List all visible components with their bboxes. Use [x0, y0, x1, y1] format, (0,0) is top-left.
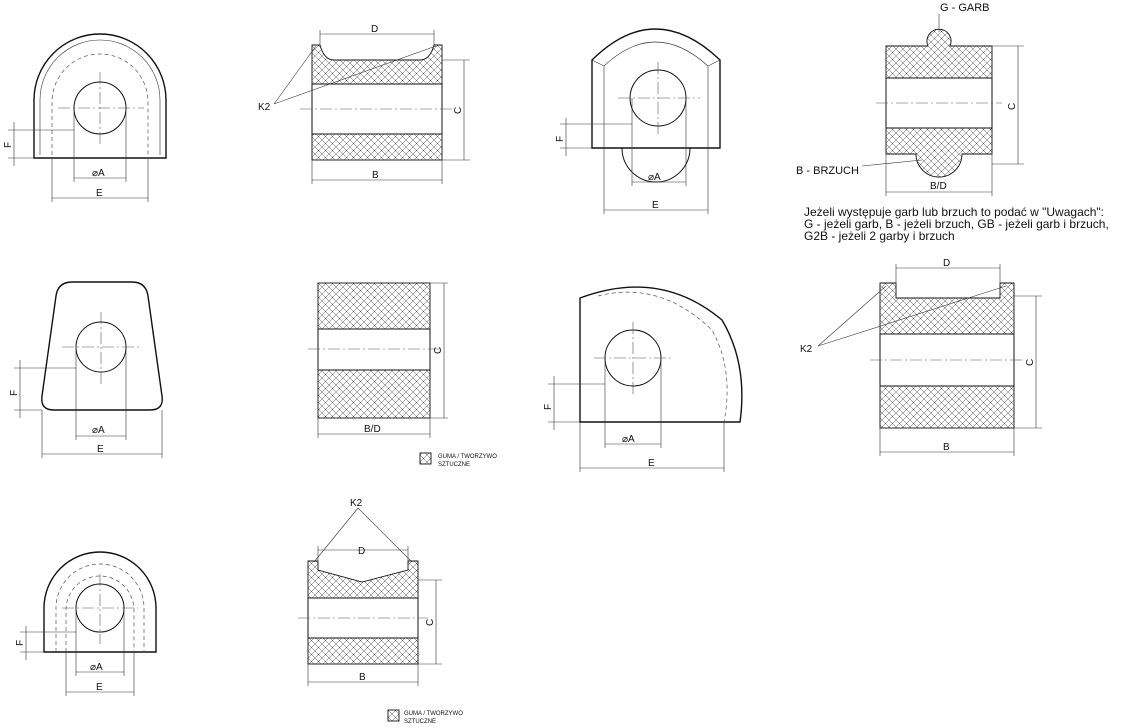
- label-e: E: [96, 188, 103, 199]
- label-c: C: [433, 347, 444, 354]
- label-f: F: [555, 136, 566, 142]
- label-e: E: [97, 444, 104, 455]
- legend-line-1: GUMA / TWORZYWO: [438, 454, 497, 460]
- figure-half-round-bushing: ⌀A E F: [543, 286, 743, 472]
- label-e: E: [648, 458, 655, 469]
- legend-line-2: SZTUCZNE: [438, 462, 470, 468]
- label-dA: ⌀A: [90, 662, 103, 673]
- legend-line-2: SZTUCZNE: [404, 719, 436, 725]
- figure-garb-brzuch-section: G - GARB B - BRZUCH C B/D: [796, 2, 1024, 196]
- label-b: B: [372, 170, 379, 181]
- label-dA: ⌀A: [648, 172, 661, 183]
- label-dA: ⌀A: [622, 434, 635, 445]
- label-c: C: [453, 107, 464, 114]
- label-f: F: [9, 390, 20, 396]
- note-line-2: G - jeżeli garb, B - jeżeli brzuch, GB -…: [804, 217, 1109, 231]
- label-dA: ⌀A: [92, 168, 105, 179]
- label-f: F: [15, 640, 26, 646]
- label-f: F: [543, 404, 554, 410]
- label-k2: K2: [350, 498, 363, 509]
- label-k2: K2: [258, 102, 271, 113]
- label-d: D: [371, 24, 378, 35]
- figure-side-section-v-groove: D C B K2: [298, 498, 442, 686]
- figure-plain-section: C B/D: [308, 282, 448, 438]
- figure-arched-bushing-front: ⌀A E F: [555, 28, 721, 214]
- label-garb: G - GARB: [940, 2, 990, 14]
- legend-material-2: GUMA / TWORZYWO SZTUCZNE: [387, 709, 463, 725]
- label-d: D: [358, 546, 365, 557]
- label-e: E: [652, 200, 659, 211]
- label-d: D: [943, 258, 950, 269]
- label-b: B: [943, 442, 950, 453]
- label-k2: K2: [800, 344, 813, 355]
- label-c: C: [425, 619, 436, 626]
- label-bd: B/D: [364, 424, 381, 435]
- note-block: Jeżeli występuje garb lub brzuch to poda…: [804, 205, 1109, 243]
- legend-material-1: GUMA / TWORZYWO SZTUCZNE: [419, 452, 497, 468]
- legend-line-1: GUMA / TWORZYWO: [404, 711, 463, 717]
- label-bd: B/D: [930, 181, 947, 192]
- label-e: E: [96, 682, 103, 693]
- label-c: C: [1007, 103, 1018, 110]
- figure-u-bushing-front-1: ⌀A E F: [3, 33, 167, 202]
- figure-trapezoid-bushing-front: ⌀A E F: [9, 281, 163, 458]
- note-line-1: Jeżeli występuje garb lub brzuch to poda…: [804, 205, 1104, 219]
- figure-side-section-groove-1: D C B K2: [258, 24, 470, 184]
- label-dA: ⌀A: [92, 425, 105, 436]
- label-brzuch: B - BRZUCH: [796, 165, 859, 177]
- label-f: F: [3, 142, 14, 148]
- label-b: B: [359, 672, 366, 683]
- figure-u-bushing-front-2: ⌀A E F: [15, 551, 157, 696]
- figure-side-section-groove-2: D C B K2: [800, 258, 1042, 456]
- label-c: C: [1025, 359, 1036, 366]
- note-line-3: G2B - jeżeli 2 garby i brzuch: [804, 229, 955, 243]
